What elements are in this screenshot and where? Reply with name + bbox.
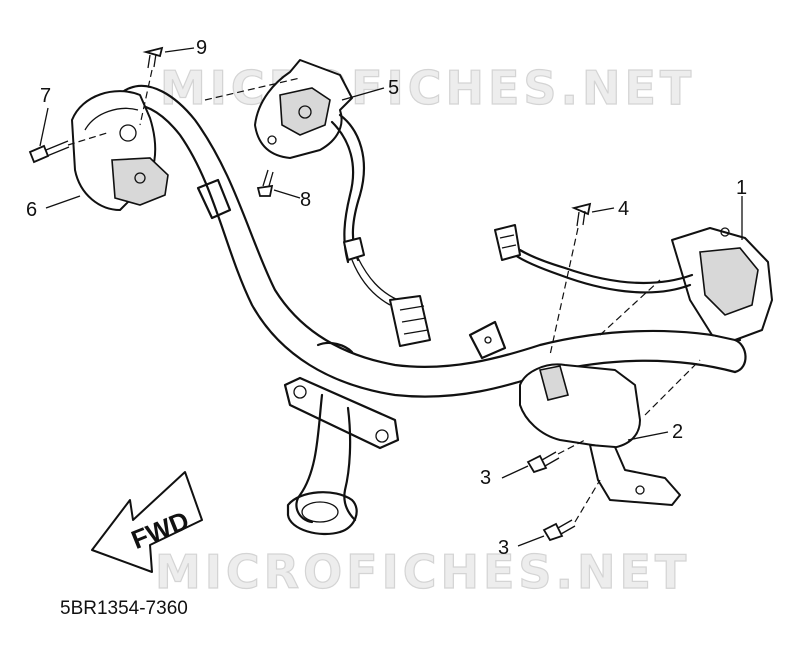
- callout-2: 2: [672, 421, 683, 443]
- part-4-screw: [571, 202, 592, 227]
- callout-5: 5: [388, 77, 399, 99]
- callout-1: 1: [736, 177, 747, 199]
- callout-3-lower: 3: [498, 537, 509, 559]
- callout-7: 7: [40, 85, 51, 107]
- reference-code: 5BR1354-7360: [60, 598, 188, 619]
- part-7-screw: [28, 140, 70, 164]
- part-1-right-switch: [494, 224, 773, 341]
- watermark-top: MICROFICHES.NET: [160, 61, 695, 115]
- part-8-screw: [256, 169, 274, 197]
- handlebar: [116, 84, 747, 398]
- callout-6: 6: [26, 199, 37, 221]
- part-5-switch-with-wiring: [254, 59, 431, 347]
- callout-3-upper: 3: [480, 467, 491, 489]
- part-2-switch-lower: [519, 363, 681, 506]
- part-3-screw-lower: [542, 519, 576, 542]
- part-3-screw-upper: [526, 451, 560, 474]
- watermark-bottom: MICROFICHES.NET: [155, 545, 690, 599]
- callout-8: 8: [300, 189, 311, 211]
- part-6-switch-housing: [71, 90, 169, 211]
- callout-9: 9: [196, 37, 207, 59]
- callout-leaders: [39, 47, 743, 547]
- part-9-screw: [142, 46, 164, 69]
- callout-4: 4: [618, 198, 629, 220]
- handlebar-holder: [283, 376, 400, 536]
